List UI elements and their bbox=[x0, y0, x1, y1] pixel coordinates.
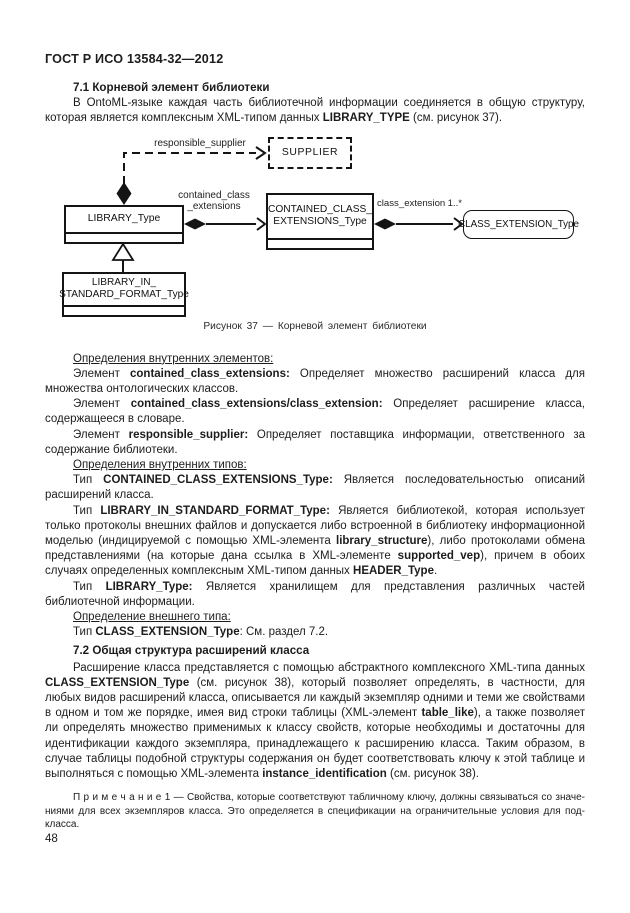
figure-37-caption: Рисунок 37 — Корневой элемент библиотеки bbox=[203, 320, 427, 332]
empty-compartment bbox=[64, 304, 184, 315]
page-number: 48 bbox=[45, 833, 58, 845]
paragraph: Тип LIBRARY_IN_STANDARD_FORMAT_Type: Явл… bbox=[45, 504, 585, 578]
responsible-supplier-dashed-line bbox=[123, 151, 256, 184]
note-paragraph: П р и м е ч а н и е 1 — Свойства, которы… bbox=[45, 792, 585, 831]
inner-types-definitions-heading: Определения внутренних типов: bbox=[73, 459, 247, 472]
paragraph: Расширение класса представляется с помощ… bbox=[45, 661, 585, 781]
paragraph: Элемент contained_class_extensions: Опре… bbox=[45, 367, 585, 396]
empty-compartment bbox=[268, 237, 372, 248]
section-7-1-heading: 7.1 Корневой элемент библиотеки bbox=[73, 81, 270, 94]
arrowhead-icon bbox=[453, 216, 464, 231]
arrowhead-icon bbox=[255, 145, 267, 160]
paragraph: Тип CLASS_EXTENSION_Type: См. раздел 7.2… bbox=[73, 626, 329, 639]
supplier-box-label: SUPPLIER bbox=[281, 147, 339, 159]
section-7-2-heading: 7.2 Общая структура расширений класса bbox=[73, 644, 310, 658]
paragraph: Тип LIBRARY_Type: Является хранилищем дл… bbox=[45, 580, 585, 608]
paragraph: Элемент responsible_supplier: Определяет… bbox=[45, 428, 585, 456]
library-in-standard-format-type-box: LIBRARY_IN_ STANDARD_FORMAT_Type bbox=[59, 271, 189, 317]
multiplicity-label: 1..* bbox=[447, 197, 462, 209]
class-extension-label: class_extension 1..* bbox=[377, 198, 462, 209]
class-extension-type-box: CLASS_EXTENSION_Type bbox=[458, 209, 579, 239]
contained-class-extensions-label: contained_class _extensions bbox=[178, 189, 250, 212]
supplier-box: SUPPLIER bbox=[268, 136, 352, 169]
paragraph: Тип CONTAINED_CLASS_EXTENSIONS_Type: Явл… bbox=[45, 474, 585, 502]
responsible-supplier-label: responsible_supplier bbox=[154, 137, 246, 149]
paragraph: Элемент contained_class_extensions/class… bbox=[45, 398, 586, 426]
aggregation-diamond-icon bbox=[184, 218, 206, 230]
contained-box-label-line1: CONTAINED_CLASS_ bbox=[268, 203, 372, 215]
library-in-box-label-line1: LIBRARY_IN_ bbox=[91, 276, 157, 288]
empty-compartment bbox=[66, 231, 182, 242]
library-in-box-label-line2: STANDARD_FORMAT_Type bbox=[59, 289, 189, 301]
diagram-connectors bbox=[111, 145, 464, 272]
paragraph-intro: В OntoML-языке каждая часть библиотечной… bbox=[45, 97, 585, 125]
contained-box-label-line2: EXTENSIONS_Type bbox=[273, 216, 367, 228]
document-header: ГОСТ Р ИСО 13584-32—2012 bbox=[45, 52, 224, 66]
library-type-box-label: LIBRARY_Type bbox=[87, 212, 161, 224]
aggregation-diamond-icon bbox=[374, 218, 396, 230]
figure-37-diagram: SUPPLIER LIBRARY_Type CONTAINED_CLASS_ E… bbox=[0, 134, 630, 320]
library-type-box: LIBRARY_Type bbox=[64, 204, 184, 244]
inner-elements-definitions-heading: Определения внутренних элементов: bbox=[73, 352, 274, 365]
aggregation-diamond-icon bbox=[116, 181, 132, 205]
class-extension-box-label: CLASS_EXTENSION_Type bbox=[458, 218, 579, 230]
class-extension-role-label: class_extension bbox=[377, 197, 446, 209]
arrowhead-icon bbox=[256, 216, 267, 231]
external-type-definition-heading: Определение внешнего типа: bbox=[73, 611, 231, 624]
contained-class-extensions-type-box: CONTAINED_CLASS_ EXTENSIONS_Type bbox=[266, 192, 374, 250]
inheritance-triangle-icon bbox=[111, 241, 135, 261]
